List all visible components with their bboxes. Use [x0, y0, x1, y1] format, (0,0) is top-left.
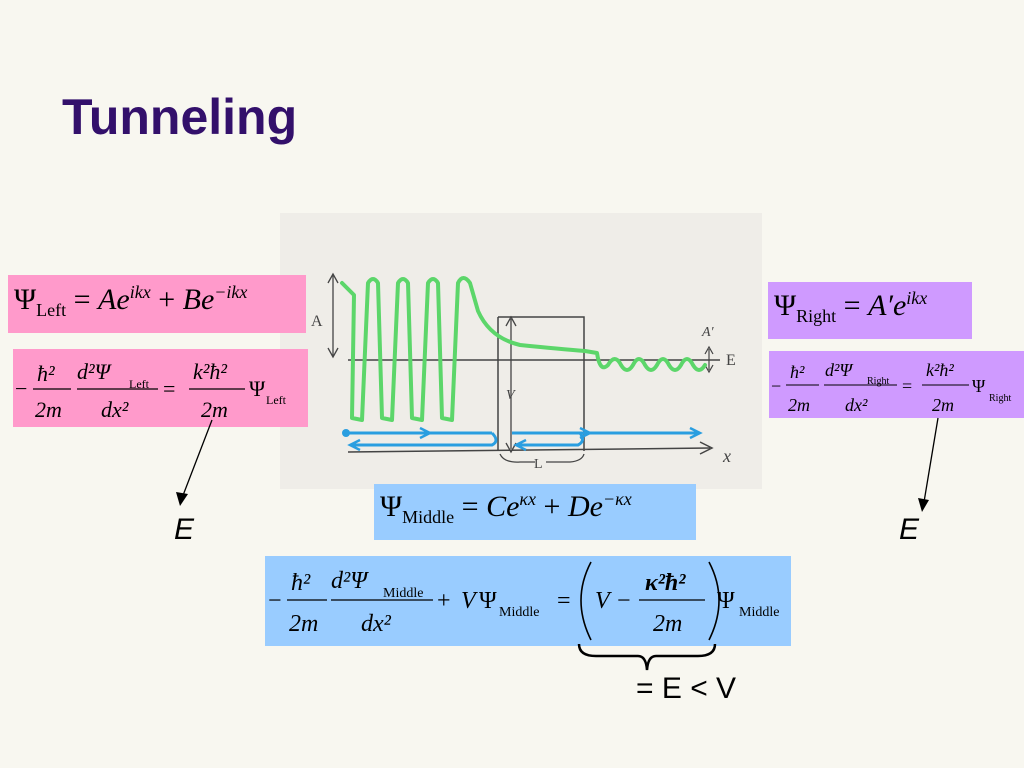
barrier-reflected-arrow	[516, 432, 585, 447]
label-V: V	[506, 388, 516, 403]
svg-text:2m: 2m	[201, 397, 228, 422]
schrodinger-middle-box	[265, 556, 791, 646]
svg-text:=: =	[557, 588, 571, 614]
label-e-less-v: = E < V	[636, 672, 737, 705]
label-x: x	[722, 446, 731, 466]
svg-text:2m: 2m	[35, 397, 62, 422]
svg-text:V: V	[595, 588, 612, 614]
tunneling-sketch: V L A A′ E x	[311, 272, 736, 472]
x-axis	[347, 447, 711, 453]
svg-text:dx²: dx²	[101, 397, 129, 422]
svg-text:=: =	[902, 376, 912, 396]
svg-text:V: V	[461, 588, 478, 614]
label-E-sketch: E	[726, 352, 736, 369]
svg-text:Left: Left	[266, 393, 287, 407]
svg-text:Middle: Middle	[499, 605, 539, 620]
underbrace	[577, 643, 717, 671]
svg-text:=: =	[163, 376, 175, 401]
psi-right-box	[768, 282, 972, 339]
svg-text:Right: Right	[989, 393, 1011, 404]
psi-middle-equation: ΨMiddle = Ceκx + De−κx	[380, 489, 632, 527]
slide-title: Tunneling	[62, 89, 298, 145]
svg-text:Ψ: Ψ	[972, 376, 986, 396]
svg-text:ħ²: ħ²	[37, 361, 55, 386]
schrodinger-right-equation: − ħ² 2m d²Ψ Right dx² = k²ħ² 2m Ψ Right	[771, 360, 1011, 415]
svg-text:−: −	[15, 376, 27, 401]
svg-text:Middle: Middle	[383, 586, 423, 601]
svg-text:−: −	[771, 376, 781, 396]
svg-text:2m: 2m	[289, 611, 318, 637]
x-axis-arrowhead	[699, 441, 714, 455]
svg-text:Ψ: Ψ	[717, 588, 735, 614]
schrodinger-left-equation: − ħ² 2m d²Ψ Left dx² = k²ħ² 2m Ψ Left	[15, 359, 287, 422]
svg-text:2m: 2m	[653, 611, 682, 637]
psi-left-box	[8, 275, 306, 333]
left-arrow	[176, 419, 213, 506]
psi-right-equation: ΨRight = A′eikx	[774, 288, 928, 326]
svg-text:−: −	[617, 588, 631, 614]
svg-text:Right: Right	[867, 376, 889, 387]
label-A: A	[311, 313, 323, 330]
svg-text:k²ħ²: k²ħ²	[926, 360, 954, 380]
svg-text:ħ²: ħ²	[790, 362, 805, 382]
svg-text:ħ²: ħ²	[291, 570, 311, 596]
label-L: L	[534, 457, 543, 472]
schrodinger-left-box	[13, 349, 308, 427]
width-bracket	[499, 453, 585, 463]
svg-text:dx²: dx²	[361, 611, 392, 637]
svg-text:−: −	[268, 588, 282, 614]
svg-text:d²Ψ: d²Ψ	[825, 360, 854, 380]
svg-text:Middle: Middle	[739, 605, 779, 620]
svg-text:d²Ψ: d²Ψ	[331, 568, 369, 594]
left-paren	[580, 561, 592, 641]
barrier-box	[497, 316, 585, 451]
label-E-right: E	[899, 513, 920, 546]
svg-text:d²Ψ: d²Ψ	[77, 359, 113, 384]
svg-text:dx²: dx²	[845, 395, 868, 415]
svg-text:+: +	[437, 588, 451, 614]
right-arrow	[918, 417, 939, 512]
svg-text:2m: 2m	[788, 395, 810, 415]
label-A-prime: A′	[701, 325, 715, 340]
svg-text:2m: 2m	[932, 395, 954, 415]
psi-middle-box	[374, 484, 696, 540]
label-E-left: E	[174, 513, 195, 546]
wavefunction-curve	[340, 276, 707, 422]
reflected-arrow	[350, 431, 498, 447]
svg-text:Ψ: Ψ	[249, 376, 266, 401]
svg-text:κ²ħ²: κ²ħ²	[645, 570, 686, 596]
right-paren	[708, 561, 720, 641]
psi-left-equation: ΨLeft = Aeikx + Be−ikx	[14, 282, 248, 320]
svg-text:Left: Left	[129, 377, 150, 391]
svg-text:k²ħ²: k²ħ²	[193, 359, 227, 384]
svg-text:Ψ: Ψ	[479, 588, 497, 614]
schrodinger-middle-equation: − ħ² 2m d²Ψ Middle dx² + V Ψ Middle = V …	[268, 561, 779, 641]
